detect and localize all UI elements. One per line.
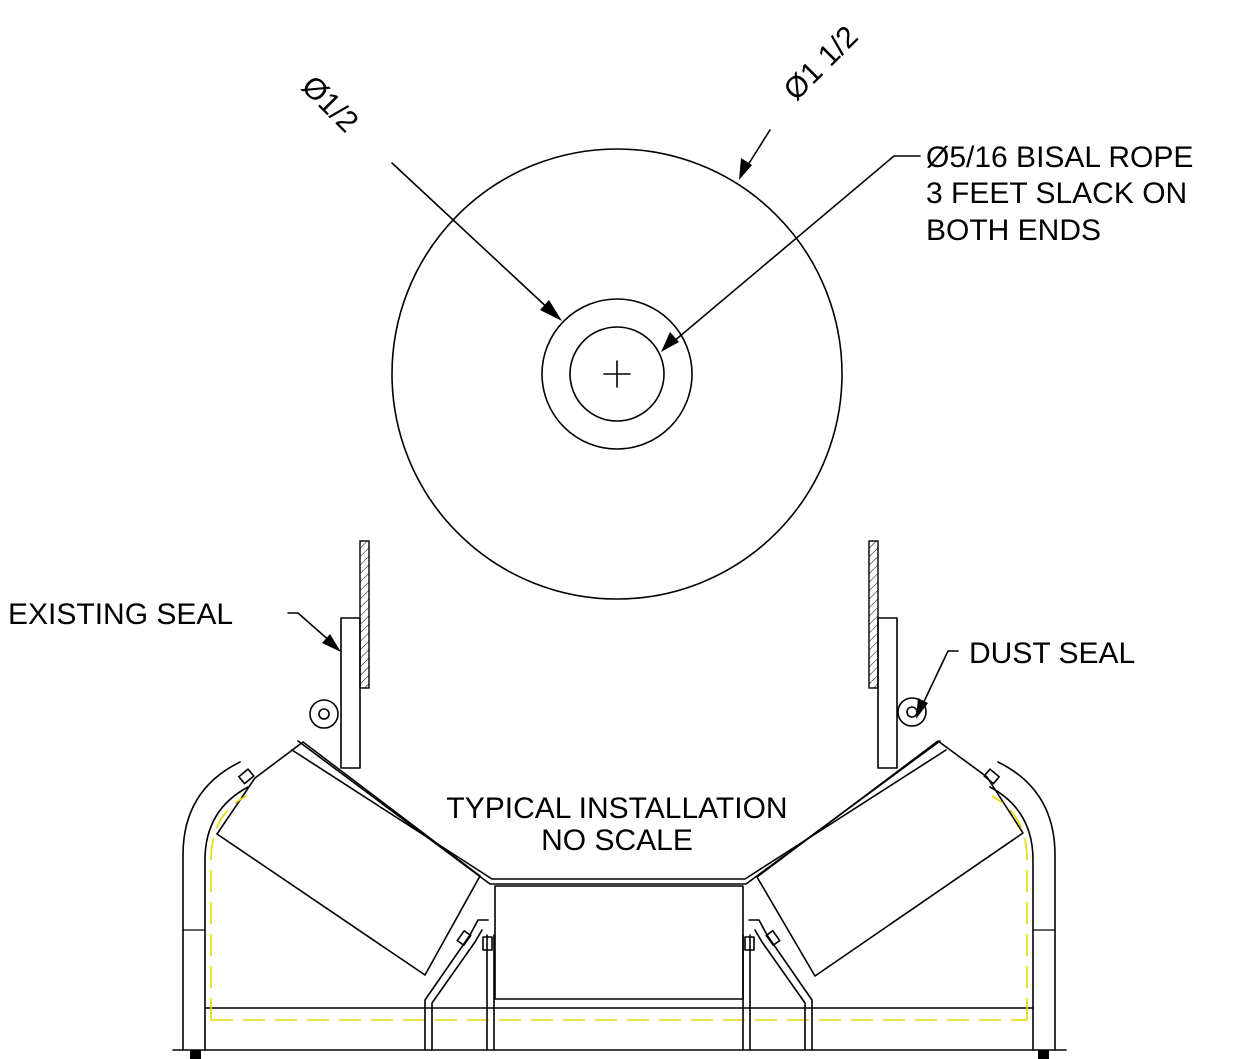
right-seal-assembly <box>868 540 927 769</box>
right-frame-inner <box>989 786 1034 1051</box>
left-foot-block <box>190 1050 201 1059</box>
dimension-leader-inner <box>391 162 562 321</box>
dimension-inner-text: Ø1/2 <box>295 70 364 139</box>
right-roller-inner <box>906 706 918 718</box>
center-mark <box>603 360 631 388</box>
left-roller-outer <box>309 699 339 729</box>
right-wing-roll <box>756 740 1024 977</box>
rope-callout-line1: Ø5/16 BISAL ROPE <box>926 141 1193 174</box>
dimension-leader-outer <box>739 129 771 180</box>
center-roll <box>494 885 744 1000</box>
left-dust-seal-hatched <box>359 540 370 689</box>
left-seal-plate <box>340 617 361 769</box>
left-seal-assembly <box>309 540 370 769</box>
left-hidden-line <box>210 795 247 1020</box>
left-frame-outer <box>182 761 241 1051</box>
conveyor-idler-assembly <box>172 740 1067 1059</box>
title-line2: NO SCALE <box>541 824 693 857</box>
left-wing-roll <box>216 741 481 976</box>
right-foot-block <box>1038 1050 1049 1059</box>
title-line1: TYPICAL INSTALLATION <box>446 792 787 825</box>
right-seal-plate <box>877 617 898 769</box>
left-bolt <box>238 768 255 785</box>
rope-callout-line3: BOTH ENDS <box>926 214 1101 247</box>
right-bolt <box>983 768 1000 785</box>
right-frame-outer <box>997 761 1056 1051</box>
right-hidden-line <box>991 795 1028 1020</box>
rope-callout-leader <box>661 155 921 352</box>
right-bracket <box>742 919 813 1051</box>
left-frame-inner <box>204 786 249 1051</box>
right-roller-outer <box>897 697 927 727</box>
existing-seal-label: EXISTING SEAL <box>8 598 233 631</box>
dimension-outer-text: Ø1 1/2 <box>778 20 865 107</box>
right-dust-seal-hatched <box>868 540 879 689</box>
left-roller-inner <box>318 708 330 720</box>
outer-rope-circle <box>391 148 843 600</box>
dust-seal-leader <box>916 650 959 719</box>
middle-rope-circle <box>541 298 693 450</box>
rope-section-detail <box>391 148 843 600</box>
left-bracket <box>424 919 495 1051</box>
existing-seal-leader <box>287 612 341 652</box>
rope-callout-line2: 3 FEET SLACK ON <box>926 177 1187 210</box>
belt-bottom-line <box>291 749 947 880</box>
dust-seal-label: DUST SEAL <box>969 637 1135 670</box>
inner-rope-circle <box>569 326 665 422</box>
